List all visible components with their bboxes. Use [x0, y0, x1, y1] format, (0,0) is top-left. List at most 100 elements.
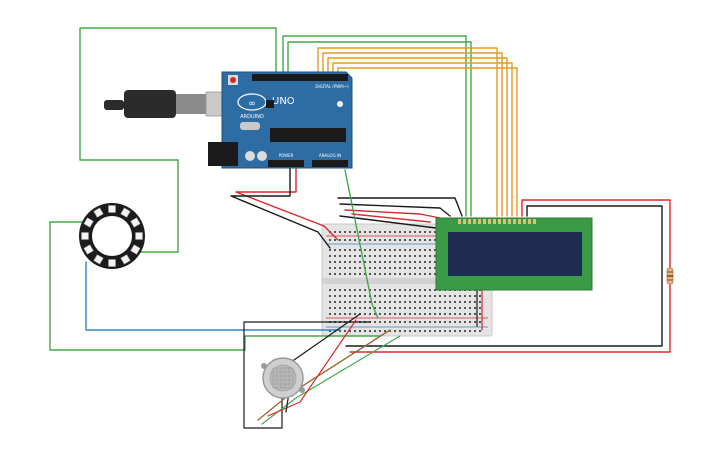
- breadboard-hole[interactable]: [349, 307, 351, 309]
- breadboard-hole[interactable]: [474, 301, 476, 303]
- breadboard-hole[interactable]: [464, 301, 466, 303]
- breadboard-hole[interactable]: [369, 273, 371, 275]
- breadboard-hole[interactable]: [449, 307, 451, 309]
- breadboard-hole[interactable]: [329, 295, 331, 297]
- breadboard-hole[interactable]: [449, 330, 451, 332]
- breadboard-hole[interactable]: [389, 313, 391, 315]
- breadboard-hole[interactable]: [399, 301, 401, 303]
- breadboard-hole[interactable]: [389, 267, 391, 269]
- lcd-pin[interactable]: [463, 219, 466, 224]
- breadboard-hole[interactable]: [399, 231, 401, 233]
- breadboard-hole[interactable]: [399, 267, 401, 269]
- breadboard-hole[interactable]: [409, 261, 411, 263]
- breadboard-hole[interactable]: [404, 301, 406, 303]
- breadboard-hole[interactable]: [419, 295, 421, 297]
- breadboard-hole[interactable]: [354, 273, 356, 275]
- breadboard-hole[interactable]: [364, 289, 366, 291]
- breadboard-hole[interactable]: [424, 321, 426, 323]
- breadboard-hole[interactable]: [409, 307, 411, 309]
- breadboard-hole[interactable]: [344, 273, 346, 275]
- breadboard-hole[interactable]: [334, 295, 336, 297]
- breadboard-hole[interactable]: [329, 307, 331, 309]
- breadboard-hole[interactable]: [384, 239, 386, 241]
- breadboard-hole[interactable]: [329, 239, 331, 241]
- breadboard-hole[interactable]: [374, 313, 376, 315]
- breadboard-hole[interactable]: [349, 313, 351, 315]
- breadboard-hole[interactable]: [334, 249, 336, 251]
- breadboard-hole[interactable]: [439, 307, 441, 309]
- breadboard-hole[interactable]: [434, 261, 436, 263]
- breadboard-hole[interactable]: [424, 313, 426, 315]
- breadboard-hole[interactable]: [354, 295, 356, 297]
- breadboard-hole[interactable]: [429, 267, 431, 269]
- breadboard-hole[interactable]: [444, 313, 446, 315]
- breadboard-hole[interactable]: [469, 313, 471, 315]
- breadboard-hole[interactable]: [364, 295, 366, 297]
- breadboard-hole[interactable]: [419, 261, 421, 263]
- breadboard-hole[interactable]: [434, 273, 436, 275]
- analog-pin-header[interactable]: [312, 160, 348, 167]
- breadboard-hole[interactable]: [384, 313, 386, 315]
- breadboard-hole[interactable]: [344, 307, 346, 309]
- breadboard-hole[interactable]: [444, 330, 446, 332]
- breadboard-hole[interactable]: [344, 261, 346, 263]
- breadboard-hole[interactable]: [454, 330, 456, 332]
- lcd-pin[interactable]: [493, 219, 496, 224]
- breadboard-hole[interactable]: [354, 289, 356, 291]
- breadboard-hole[interactable]: [369, 239, 371, 241]
- breadboard-hole[interactable]: [429, 231, 431, 233]
- breadboard-hole[interactable]: [394, 330, 396, 332]
- breadboard-hole[interactable]: [409, 301, 411, 303]
- breadboard-hole[interactable]: [359, 267, 361, 269]
- breadboard-hole[interactable]: [439, 301, 441, 303]
- breadboard-hole[interactable]: [424, 261, 426, 263]
- breadboard-hole[interactable]: [339, 301, 341, 303]
- wire-green-ring-data[interactable]: [79, 27, 277, 253]
- breadboard-hole[interactable]: [479, 321, 481, 323]
- breadboard-hole[interactable]: [414, 267, 416, 269]
- breadboard-hole[interactable]: [414, 249, 416, 251]
- breadboard-hole[interactable]: [414, 255, 416, 257]
- breadboard-hole[interactable]: [369, 249, 371, 251]
- breadboard-hole[interactable]: [424, 330, 426, 332]
- breadboard-hole[interactable]: [414, 261, 416, 263]
- breadboard-hole[interactable]: [419, 301, 421, 303]
- breadboard-hole[interactable]: [344, 231, 346, 233]
- breadboard-hole[interactable]: [464, 313, 466, 315]
- breadboard-hole[interactable]: [359, 289, 361, 291]
- wire-red-lcd-a[interactable]: [351, 213, 431, 223]
- breadboard-hole[interactable]: [419, 289, 421, 291]
- breadboard-hole[interactable]: [394, 273, 396, 275]
- breadboard-hole[interactable]: [394, 313, 396, 315]
- breadboard-hole[interactable]: [479, 301, 481, 303]
- breadboard-hole[interactable]: [459, 307, 461, 309]
- breadboard-hole[interactable]: [389, 231, 391, 233]
- breadboard-hole[interactable]: [429, 261, 431, 263]
- breadboard-hole[interactable]: [414, 273, 416, 275]
- breadboard-hole[interactable]: [434, 289, 436, 291]
- breadboard-hole[interactable]: [409, 255, 411, 257]
- breadboard-hole[interactable]: [434, 295, 436, 297]
- breadboard-hole[interactable]: [349, 261, 351, 263]
- breadboard-hole[interactable]: [359, 231, 361, 233]
- breadboard-hole[interactable]: [344, 295, 346, 297]
- breadboard-hole[interactable]: [374, 239, 376, 241]
- breadboard-hole[interactable]: [369, 313, 371, 315]
- breadboard-hole[interactable]: [464, 295, 466, 297]
- breadboard-hole[interactable]: [379, 267, 381, 269]
- breadboard-hole[interactable]: [439, 330, 441, 332]
- breadboard-hole[interactable]: [449, 321, 451, 323]
- breadboard-hole[interactable]: [404, 267, 406, 269]
- breadboard-hole[interactable]: [409, 330, 411, 332]
- wire-orange-lcd-1[interactable]: [317, 47, 498, 217]
- wire-red-sensor-vcc[interactable]: [267, 319, 357, 417]
- breadboard-hole[interactable]: [329, 289, 331, 291]
- breadboard-hole[interactable]: [469, 307, 471, 309]
- breadboard-hole[interactable]: [339, 307, 341, 309]
- breadboard-hole[interactable]: [334, 307, 336, 309]
- breadboard-hole[interactable]: [399, 289, 401, 291]
- breadboard-hole[interactable]: [474, 295, 476, 297]
- breadboard-hole[interactable]: [399, 321, 401, 323]
- breadboard-hole[interactable]: [389, 330, 391, 332]
- breadboard-hole[interactable]: [339, 273, 341, 275]
